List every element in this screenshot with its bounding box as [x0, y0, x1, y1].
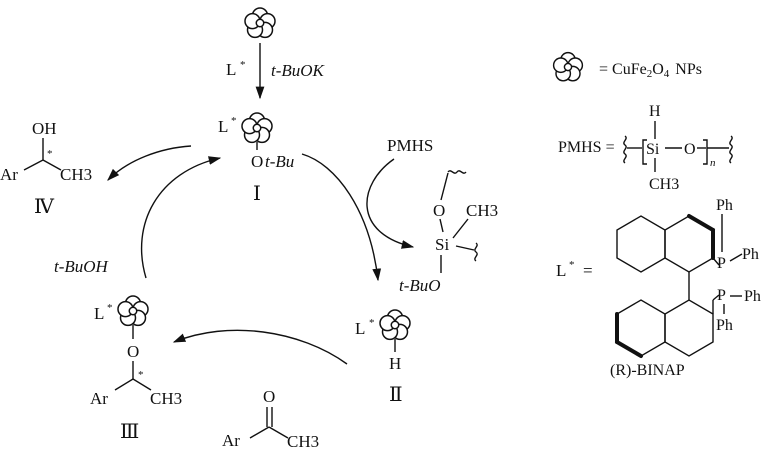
- silane-bond-si: [439, 218, 444, 233]
- species-II-label: Ⅱ: [389, 384, 403, 406]
- species-I-oxygen: O: [251, 152, 263, 171]
- binap-p-upper: P: [717, 255, 726, 272]
- binap-structure: [615, 214, 720, 358]
- legend-pmhs-h: H: [649, 103, 661, 120]
- top-ligand-label: L: [226, 60, 236, 79]
- species-I-star: *: [231, 115, 237, 127]
- species-I-ligand: L: [218, 117, 228, 136]
- legend-pmhs-o: O: [684, 141, 696, 158]
- product-IV-aryl: Ar: [0, 165, 18, 184]
- legend-binap-lhs: L: [556, 261, 566, 280]
- binap-upper-bold-edge-1: [687, 214, 715, 232]
- product-release-arrow: [107, 145, 192, 181]
- cycle-arc-III-to-I: [140, 156, 222, 279]
- pmhs-reagent: PMHS: [387, 136, 433, 155]
- ketone-aryl: Ar: [222, 431, 240, 450]
- ketone-oxygen: O: [263, 387, 275, 406]
- cycle-arc-II-to-III: [172, 329, 348, 365]
- product-IV-chiral: *: [47, 148, 53, 160]
- silane-oxygen: O: [433, 201, 445, 220]
- species-I-tbu: t-Bu: [265, 152, 294, 171]
- species-III-ligand: L: [94, 304, 104, 323]
- legend-pmhs-bracket-right: [703, 139, 708, 165]
- product-IV-oh: OH: [32, 119, 57, 138]
- silane-si: Si: [435, 235, 449, 254]
- silane-bond-chain: [455, 245, 475, 251]
- legend-pmhs-wave-left: [623, 135, 627, 164]
- tbuoh-release: t-BuOH: [54, 257, 110, 276]
- silane-polymer-wave: [447, 170, 467, 174]
- species-III-star: *: [107, 302, 113, 314]
- binap-bond-p2: [712, 294, 720, 301]
- product-IV-methyl: CH3: [60, 165, 92, 184]
- legend-pmhs-si: Si: [646, 141, 660, 158]
- legend-pmhs-bracket-left: [642, 139, 647, 165]
- binap-lower-ring-b: [664, 299, 714, 357]
- binap-ph-1: Ph: [716, 197, 733, 214]
- species-II-nanoparticle-icon: [379, 309, 411, 341]
- silane-ch3: CH3: [466, 201, 498, 220]
- species-III-nanoparticle-icon: [117, 295, 149, 327]
- binap-bond-ph-2: [729, 253, 743, 262]
- species-III-bond-ar: [114, 378, 134, 391]
- species-III-oxygen: O: [127, 342, 139, 361]
- binap-ph-3: Ph: [744, 288, 761, 305]
- binap-p-lower: P: [717, 287, 726, 304]
- silane-bond-o: [440, 172, 449, 201]
- legend-pmhs-wave-right: [729, 135, 733, 164]
- ketone-methyl: CH3: [287, 432, 319, 451]
- product-IV-label: Ⅳ: [34, 196, 55, 218]
- binap-bond-p1: [712, 257, 720, 266]
- ketone-bond-me: [268, 426, 289, 439]
- binap-lower-bold-edge-2: [615, 340, 643, 358]
- ketone-bond-ar: [249, 426, 270, 439]
- legend-pmhs-lhs: PMHS =: [558, 139, 615, 156]
- binap-ph-2: Ph: [742, 246, 759, 263]
- species-III-bond-me: [132, 378, 152, 391]
- binap-upper-ring-a: [616, 215, 666, 273]
- species-II-hydride: H: [389, 354, 401, 373]
- legend-binap-star: *: [569, 259, 575, 271]
- top-ligand-star: *: [240, 59, 246, 71]
- species-III-aryl: Ar: [90, 389, 108, 408]
- silane-bond-ch3: [452, 218, 469, 239]
- binap-ph-4: Ph: [716, 317, 733, 334]
- binap-name: (R)-BINAP: [610, 362, 685, 379]
- species-II-ligand: L: [355, 319, 365, 338]
- species-III-methyl: CH3: [150, 389, 182, 408]
- silane-tbuo: t-BuO: [399, 276, 441, 295]
- product-IV-bond-me: [42, 159, 62, 171]
- legend-pmhs-ch3: CH3: [649, 176, 679, 193]
- species-I-nanoparticle-icon: [241, 112, 273, 144]
- silane-chain-wave: [474, 242, 478, 262]
- species-III-label: Ⅲ: [120, 421, 139, 443]
- top-nanoparticle-icon: [244, 7, 276, 39]
- species-I-label: Ⅰ: [253, 183, 261, 205]
- base-label: t-BuOK: [271, 61, 326, 80]
- species-III-chiral: *: [138, 369, 144, 381]
- product-IV-bond-ar: [23, 159, 44, 171]
- species-II-star: *: [369, 317, 375, 329]
- legend-pmhs-n: n: [710, 157, 716, 169]
- cycle-arc-I-to-II: [301, 153, 382, 282]
- legend-binap-eq: =: [583, 261, 593, 280]
- legend-nanoparticle-icon: [552, 51, 584, 82]
- pmhs-arrow: [366, 158, 415, 249]
